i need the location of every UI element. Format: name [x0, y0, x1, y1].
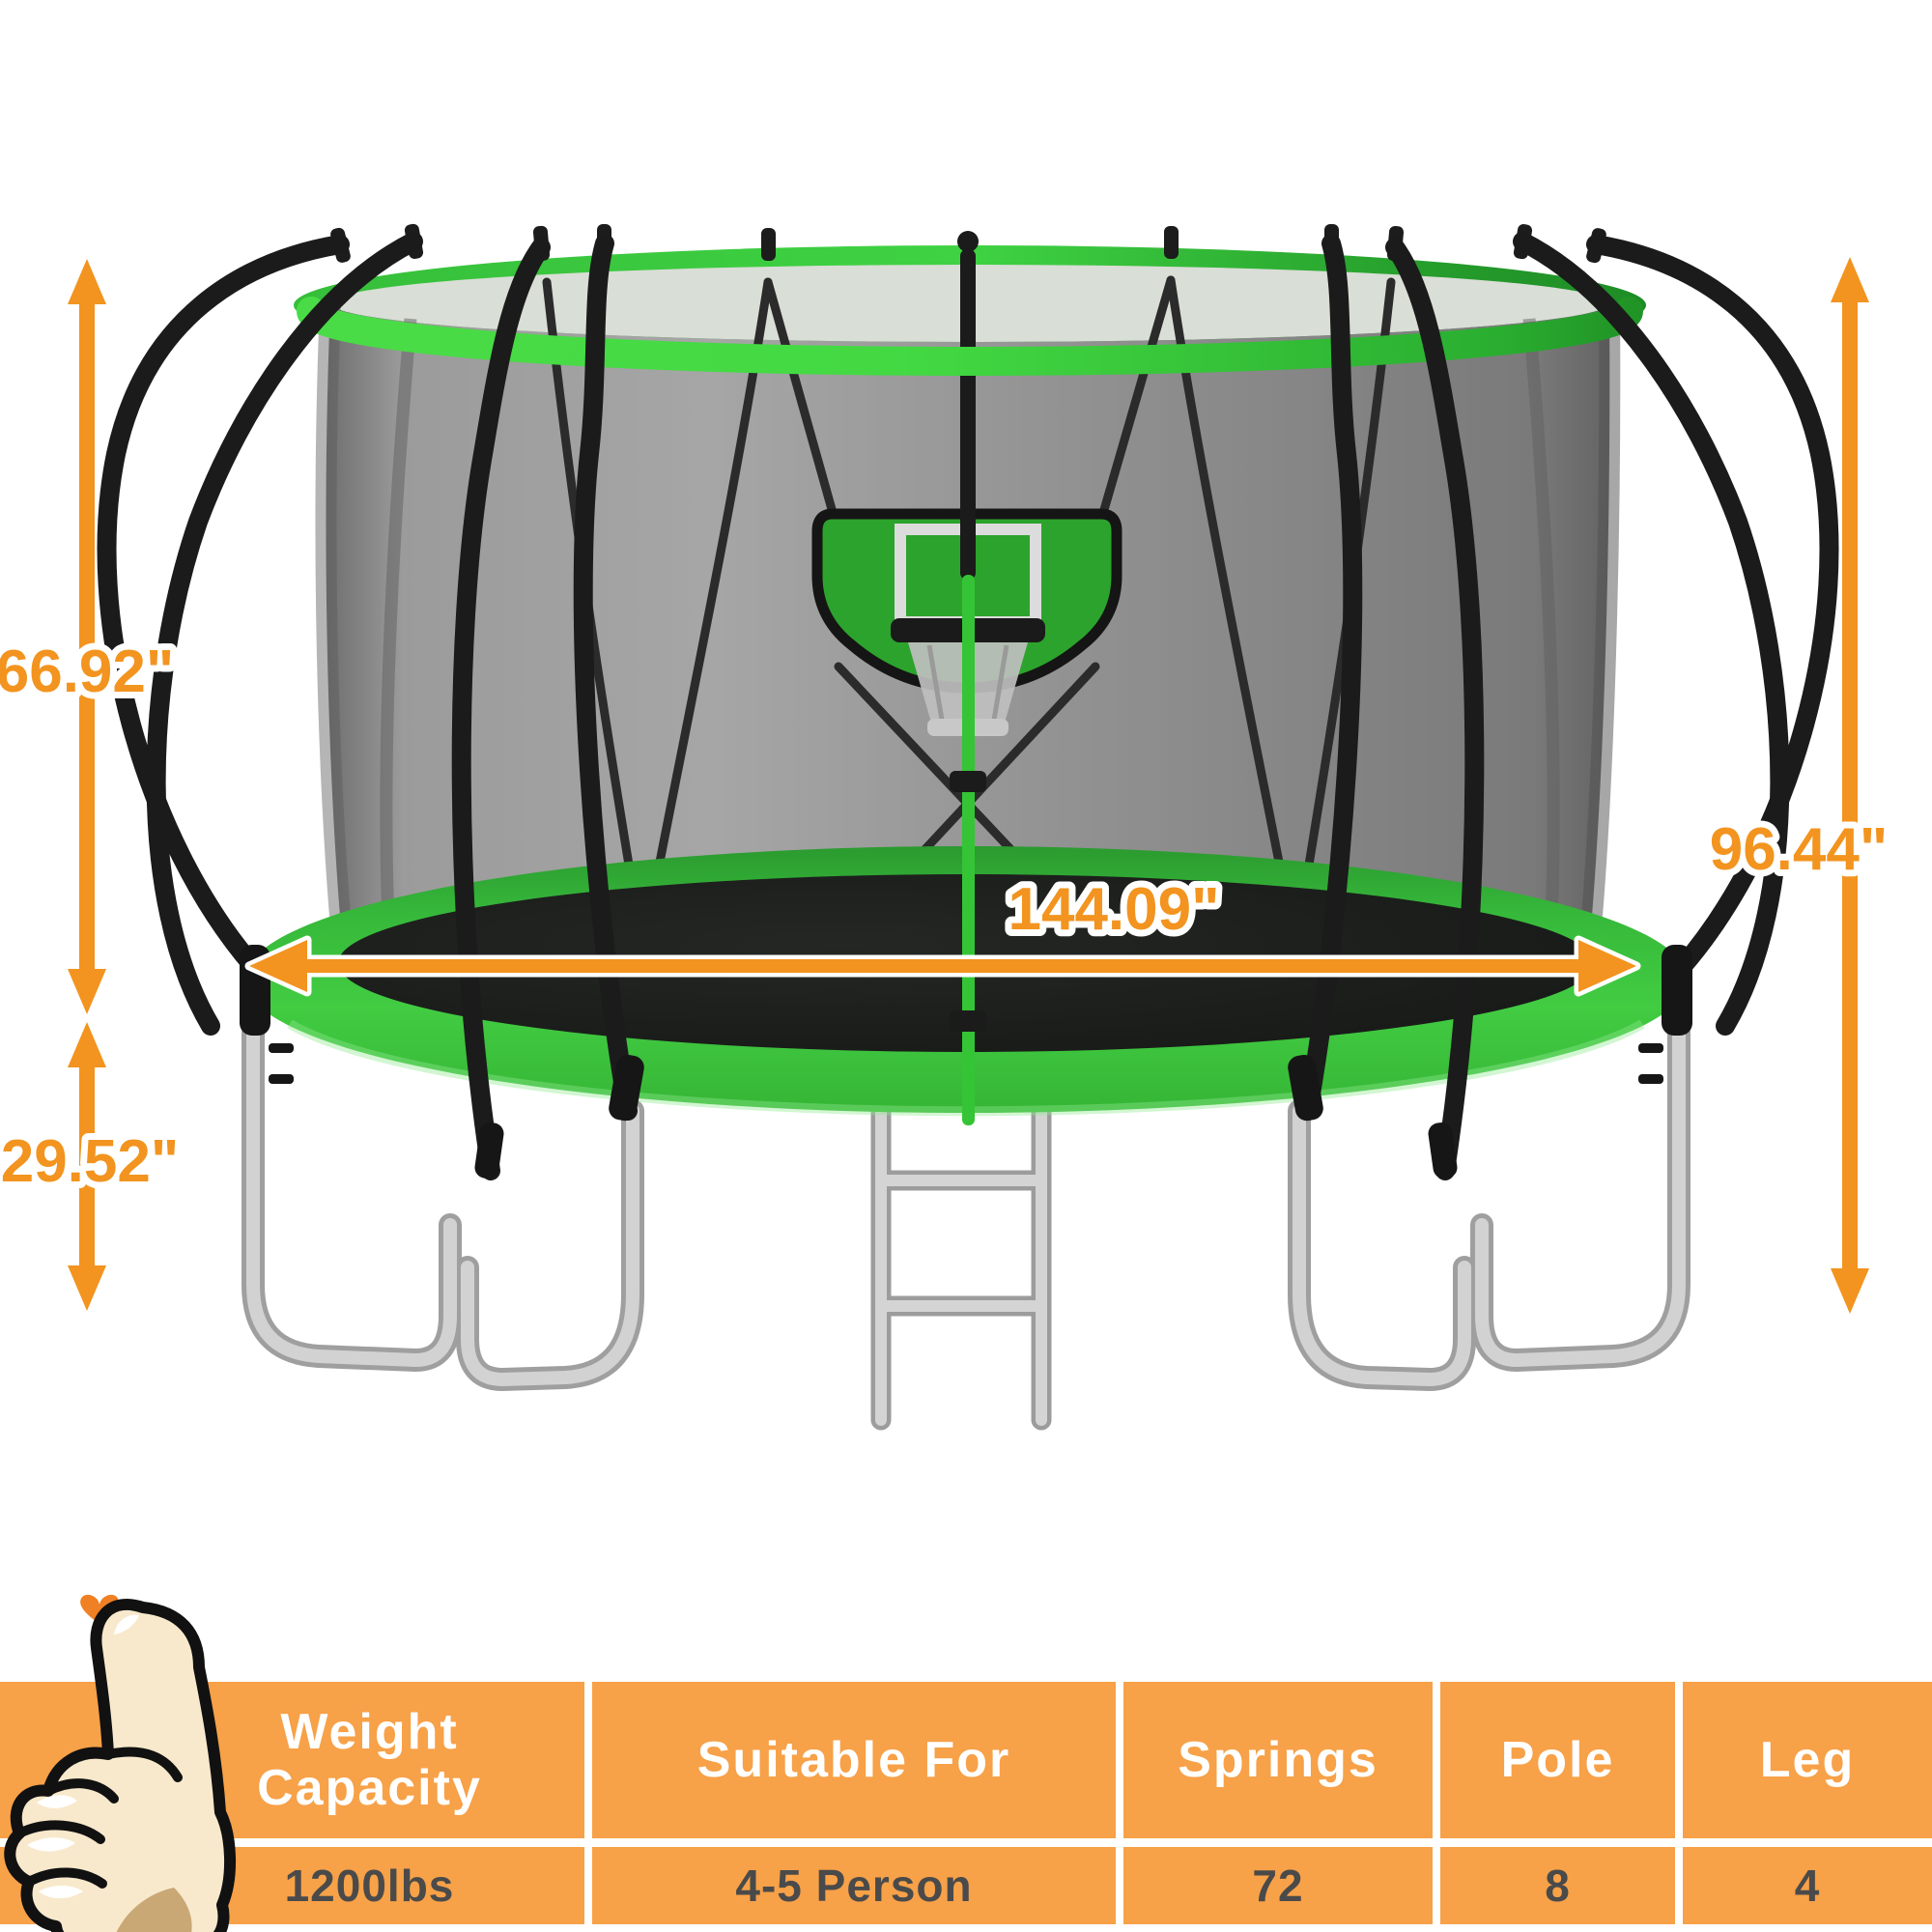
spec-header-pole: Pole	[1440, 1682, 1675, 1838]
net-seam-ropes	[542, 275, 1396, 971]
spec-header-label: Leg	[1759, 1731, 1856, 1788]
net-height-arrow	[68, 259, 106, 1014]
total-height-label: 96.44"	[1710, 816, 1889, 883]
spec-value-leg: 4	[1683, 1847, 1932, 1924]
ladder	[870, 1057, 1052, 1431]
net-height-label: 66.92"	[0, 639, 174, 705]
spec-header-label: Pole	[1500, 1731, 1615, 1788]
backboard	[811, 508, 1122, 694]
spec-value-suitable-for: 4-5 Person	[592, 1847, 1116, 1924]
ring-front-band	[297, 297, 1643, 376]
spring-pad	[244, 846, 1688, 1117]
spec-header-weight-capacity: Weight Capacity	[0, 1682, 584, 1838]
diameter-arrow	[244, 935, 1641, 997]
frame-legs	[242, 1020, 1690, 1392]
hoop-net-bottom	[927, 719, 1009, 736]
spec-value-springs: 72	[1123, 1847, 1433, 1924]
dimension-annotations: 66.92" 29.52" 96.44" 144.09"	[0, 257, 1894, 1314]
spec-header-label: Suitable For	[696, 1731, 1011, 1788]
spec-header-leg: Leg	[1683, 1682, 1932, 1838]
frame-height-label: 29.52"	[1, 1128, 180, 1195]
spec-header-label: Weight Capacity	[257, 1703, 482, 1816]
basketball-hoop	[811, 508, 1122, 736]
total-height-arrow	[1831, 257, 1869, 1314]
spec-header-suitable-for: Suitable For	[592, 1682, 1116, 1838]
backboard-target-square	[895, 524, 1041, 628]
spec-header-label: Springs	[1178, 1731, 1378, 1788]
hoop-center-pole	[950, 231, 986, 1125]
frame-height-arrow	[68, 1022, 106, 1311]
spec-value: 1200lbs	[284, 1861, 455, 1911]
spec-header-springs: Springs	[1123, 1682, 1433, 1838]
diameter-label: 144.09"	[1008, 876, 1219, 943]
spec-table: Weight Capacity Suitable For Springs Pol…	[0, 1682, 1932, 1924]
spec-value-weight-capacity: 1200lbs	[0, 1847, 584, 1924]
enclosure-poles	[97, 232, 1839, 1180]
spec-value: 8	[1545, 1861, 1571, 1911]
hoop-net	[908, 642, 1028, 723]
safety-net	[315, 302, 1621, 935]
hoop-rim	[891, 618, 1045, 642]
spec-value-pole: 8	[1440, 1847, 1675, 1924]
spec-value: 72	[1252, 1861, 1304, 1911]
spec-value: 4	[1794, 1861, 1821, 1911]
spec-value: 4-5 Person	[735, 1861, 973, 1911]
pole-base-sleeves	[240, 945, 1692, 1179]
jumping-mat	[338, 874, 1594, 1052]
enclosure-top-ring	[294, 245, 1646, 365]
ring-clips	[330, 223, 1606, 264]
